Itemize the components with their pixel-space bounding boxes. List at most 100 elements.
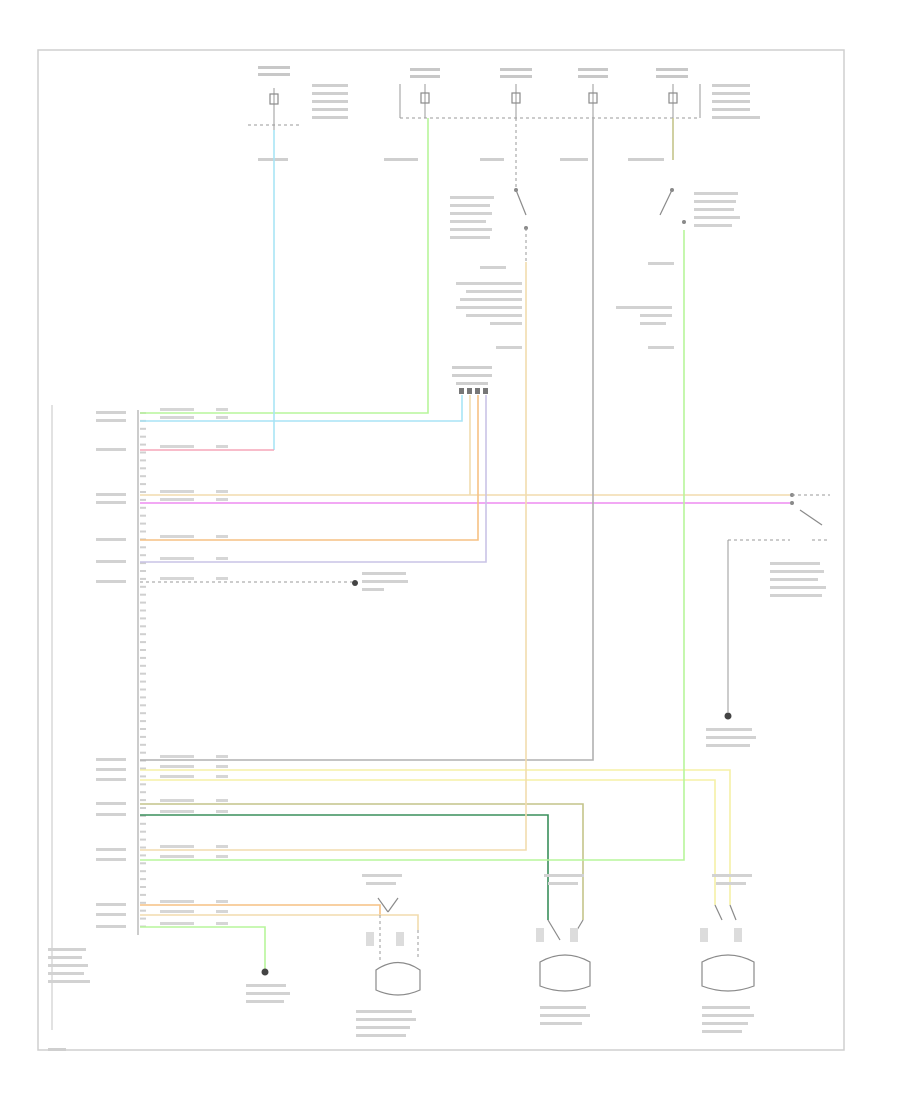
module-pin-label-mark	[96, 501, 126, 504]
wire-color-label-mark	[160, 845, 194, 848]
wire-orange-2	[140, 904, 381, 915]
wire-color-label-mark	[160, 498, 194, 501]
switch-icon	[790, 493, 830, 541]
wire-color-label-mark	[160, 490, 194, 493]
module-pin-label-mark	[96, 768, 126, 771]
wire-olive	[140, 803, 584, 920]
wire-color-label-mark	[160, 557, 194, 560]
module-pin	[140, 783, 146, 786]
switch-icon	[514, 118, 528, 262]
module-pin	[140, 901, 146, 904]
module-pin-label-mark	[96, 778, 126, 781]
wire-yellow-2	[140, 779, 716, 905]
wire-color-label-mark	[160, 810, 194, 813]
module-pin-label-mark	[96, 580, 126, 583]
wire-color-label-mark	[160, 910, 194, 913]
wire-color-label-mark	[160, 755, 194, 758]
wire-circuit-label-mark	[216, 577, 228, 580]
module-pin	[140, 451, 146, 454]
module-pin-label-mark	[96, 903, 126, 906]
wire-circuit-label-mark	[216, 557, 228, 560]
module-pin	[140, 830, 146, 833]
module-pin	[140, 593, 146, 596]
module-pin	[140, 696, 146, 699]
wire-circuit-label-mark	[216, 445, 228, 448]
module-pin	[140, 570, 146, 572]
module-pin	[140, 807, 146, 809]
sensor-icon	[356, 874, 421, 1037]
module-pin-label-mark	[96, 802, 126, 805]
wire-circuit-label-mark	[216, 755, 228, 758]
module-pin	[140, 664, 146, 667]
module-pin	[140, 688, 146, 691]
module-pin	[140, 775, 146, 778]
ground-icon	[352, 572, 408, 591]
wire-light-blue	[140, 395, 463, 422]
module-pin	[140, 720, 146, 723]
wire-light-green-2	[140, 230, 685, 861]
connector-icon	[452, 366, 492, 394]
module-pin-label-mark	[96, 813, 126, 816]
wire-circuit-label-mark	[216, 498, 228, 501]
module-pin	[140, 617, 146, 620]
wire-circuit-label-mark	[216, 900, 228, 903]
wire-tan-2	[140, 262, 527, 851]
fuse-icon	[399, 68, 440, 118]
module-pin	[140, 609, 146, 612]
wire-color-label-mark	[160, 775, 194, 778]
module-pin	[140, 554, 146, 557]
fuse-icon	[656, 68, 760, 119]
wire-color-label-mark	[160, 445, 194, 448]
module-pin	[140, 791, 146, 794]
switch-icon	[659, 188, 686, 224]
module-pin	[140, 498, 146, 501]
module-pin	[140, 467, 146, 470]
module-pin	[140, 870, 146, 873]
module-pin	[140, 491, 146, 493]
wire-circuit-label-mark	[216, 408, 228, 411]
module-pin	[140, 886, 146, 888]
module-pin-label-mark	[96, 493, 126, 496]
ground-icon	[706, 712, 756, 747]
wire-color-label-mark	[160, 900, 194, 903]
wire-circuit-label-mark	[216, 810, 228, 813]
module-pin-label-mark	[96, 858, 126, 861]
wire-color-label-mark	[160, 765, 194, 768]
wire-orange	[140, 395, 479, 541]
module-pin-label-mark	[96, 848, 126, 851]
module-pin	[140, 649, 146, 651]
module-pin	[140, 680, 146, 683]
module-pin	[140, 506, 146, 509]
diagram-frame	[37, 49, 845, 1051]
fuse-icon	[500, 68, 532, 118]
wire-circuit-label-mark	[216, 490, 228, 493]
module-pin	[140, 459, 146, 462]
wire-circuit-label-mark	[216, 535, 228, 538]
module-pin	[140, 854, 146, 857]
wire-circuit-label-mark	[216, 910, 228, 913]
module-pin	[140, 641, 146, 644]
module-pin	[140, 878, 146, 881]
wire-color-label-mark	[160, 799, 194, 802]
module-pin	[140, 562, 146, 565]
module-pin	[140, 427, 146, 430]
module-pin	[140, 522, 146, 525]
module-pin	[140, 672, 146, 675]
wire-circuit-label-mark	[216, 416, 228, 419]
fuse-icon	[578, 68, 608, 118]
wire-color-label-mark	[160, 416, 194, 419]
sensor-icon	[536, 874, 591, 1025]
module-pin	[140, 728, 146, 730]
module-pin	[140, 846, 146, 849]
wire-color-label-mark	[160, 535, 194, 538]
sensor-icon	[700, 874, 755, 1033]
wire-lavender	[140, 395, 487, 563]
module-pin	[140, 822, 146, 825]
module-pin	[140, 483, 146, 486]
wire-color-label-mark	[160, 577, 194, 580]
wire-color-label-mark	[160, 408, 194, 411]
module-pin	[140, 585, 146, 588]
module-pin	[140, 530, 146, 533]
wire-green-ground	[140, 926, 266, 970]
